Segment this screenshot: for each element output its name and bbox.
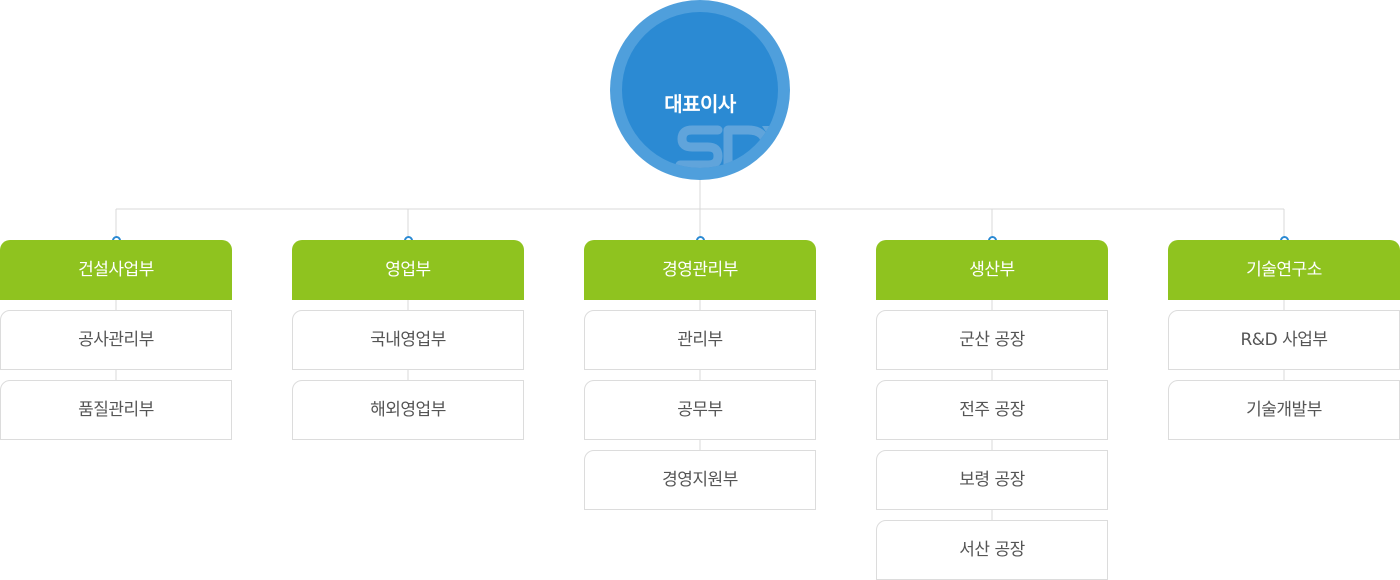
sub-dept-item: 품질관리부	[0, 380, 232, 440]
sub-dept-item: 공무부	[584, 380, 816, 440]
dept-production: 생산부	[876, 240, 1108, 300]
sub-dept-item: 군산 공장	[876, 310, 1108, 370]
sub-dept-item: 보령 공장	[876, 450, 1108, 510]
sub-dept-item: 경영지원부	[584, 450, 816, 510]
ceo-node-inner: 대표이사	[622, 12, 778, 168]
sub-dept-item: 해외영업부	[292, 380, 524, 440]
dept-management: 경영관리부	[584, 240, 816, 300]
ceo-node: 대표이사	[610, 0, 790, 180]
sub-dept-item: R&D 사업부	[1168, 310, 1400, 370]
sub-dept-item: 전주 공장	[876, 380, 1108, 440]
sub-dept-item: 서산 공장	[876, 520, 1108, 580]
dept-research-lab: 기술연구소	[1168, 240, 1400, 300]
sd-logo-icon	[675, 125, 778, 168]
sub-dept-item: 공사관리부	[0, 310, 232, 370]
sub-dept-item: 기술개발부	[1168, 380, 1400, 440]
ceo-title: 대표이사	[664, 92, 736, 116]
sub-dept-item: 관리부	[584, 310, 816, 370]
dept-construction: 건설사업부	[0, 240, 232, 300]
dept-sales: 영업부	[292, 240, 524, 300]
sub-dept-item: 국내영업부	[292, 310, 524, 370]
